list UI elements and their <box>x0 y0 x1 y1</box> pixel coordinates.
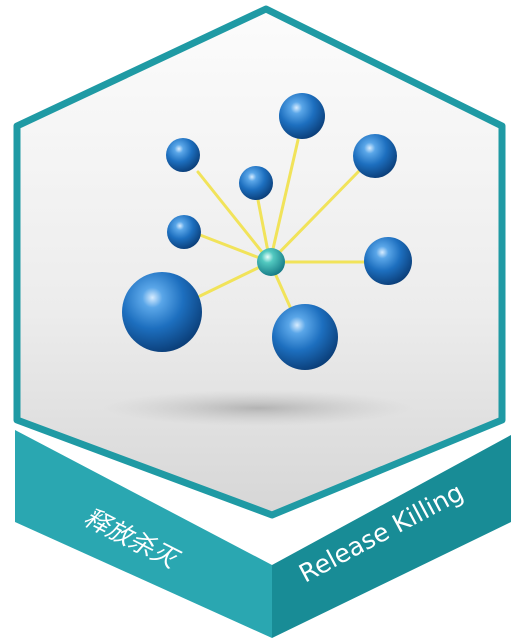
floor-shadow <box>103 390 413 426</box>
sphere <box>353 134 397 178</box>
sphere <box>364 237 412 285</box>
sphere <box>272 304 338 370</box>
sphere <box>167 215 201 249</box>
sphere <box>122 272 202 352</box>
sphere <box>279 93 325 139</box>
core-sphere <box>257 248 285 276</box>
sphere <box>166 138 200 172</box>
band-left <box>15 430 272 638</box>
molecule-cluster-icon <box>122 93 412 370</box>
band-right <box>272 435 511 638</box>
sphere <box>239 166 273 200</box>
